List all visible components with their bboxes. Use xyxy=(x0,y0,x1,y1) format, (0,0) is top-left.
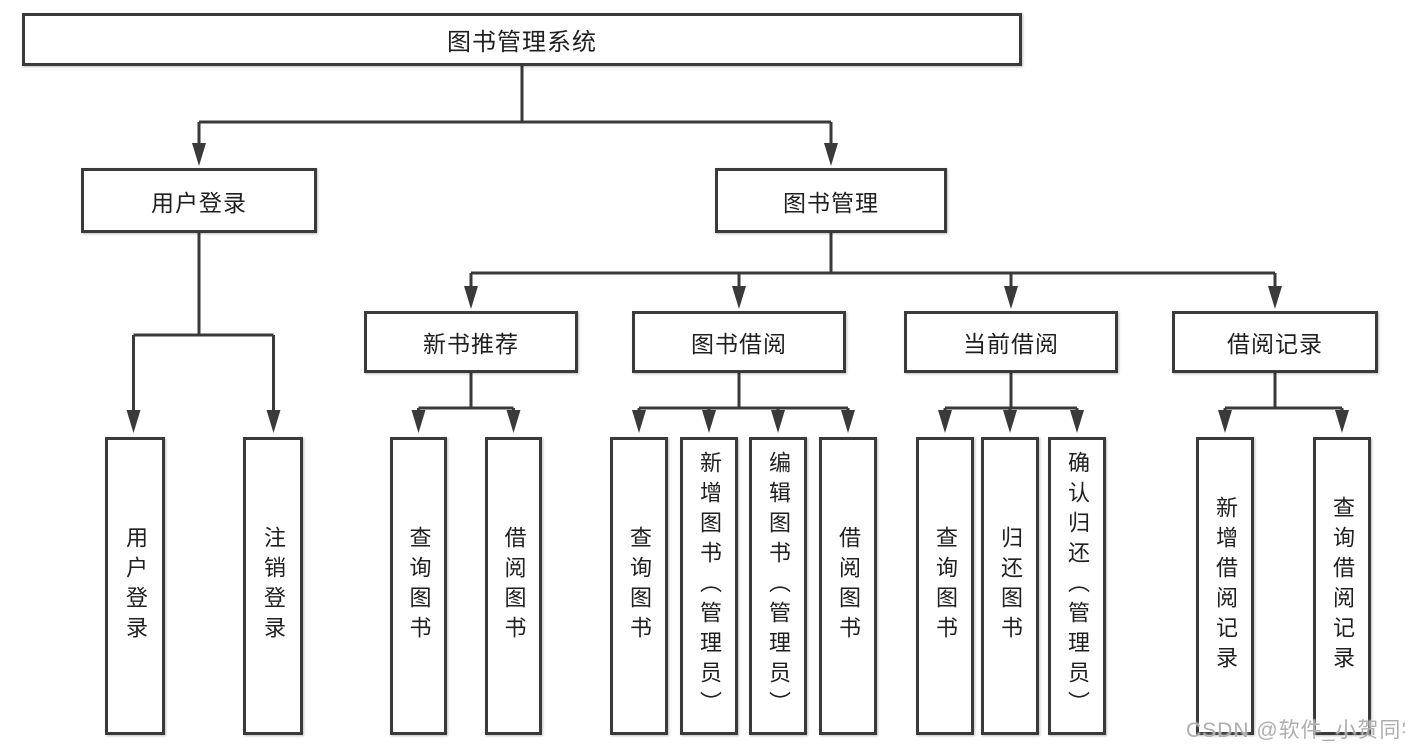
node-root: 图书管理系统 xyxy=(22,13,1022,66)
node-leaf-current-confirm-return-admin: 确认归还（管理员） xyxy=(1048,437,1106,735)
node-leaf-user-login: 用户登录 xyxy=(105,437,165,735)
node-current-borrow: 当前借阅 xyxy=(904,311,1118,373)
node-new-book-recommend: 新书推荐 xyxy=(364,311,578,373)
node-book-borrow: 图书借阅 xyxy=(632,311,846,373)
node-leaf-borrow-query-books: 查询图书 xyxy=(610,437,668,735)
node-leaf-borrow-borrow-books: 借阅图书 xyxy=(819,437,877,735)
connector-lines xyxy=(132,66,1344,412)
node-leaf-records-query-borrow-record: 查询借阅记录 xyxy=(1313,437,1371,735)
node-leaf-current-return-books: 归还图书 xyxy=(981,437,1039,735)
node-borrow-records: 借阅记录 xyxy=(1172,311,1378,373)
node-leaf-logout: 注销登录 xyxy=(243,437,303,735)
node-user-login: 用户登录 xyxy=(81,168,317,233)
watermark: CSDN @软件_小贺同学 xyxy=(1186,719,1405,742)
arrowhead-icons xyxy=(126,143,1349,433)
node-leaf-current-query-books: 查询图书 xyxy=(916,437,974,735)
node-leaf-borrow-add-books-admin: 新增图书（管理员） xyxy=(680,437,738,735)
node-book-management: 图书管理 xyxy=(715,168,947,233)
node-leaf-borrow-edit-books-admin: 编辑图书（管理员） xyxy=(749,437,807,735)
node-leaf-newbook-query-books: 查询图书 xyxy=(390,437,447,735)
node-leaf-newbook-borrow-books: 借阅图书 xyxy=(485,437,542,735)
node-leaf-records-add-borrow-record: 新增借阅记录 xyxy=(1196,437,1254,735)
